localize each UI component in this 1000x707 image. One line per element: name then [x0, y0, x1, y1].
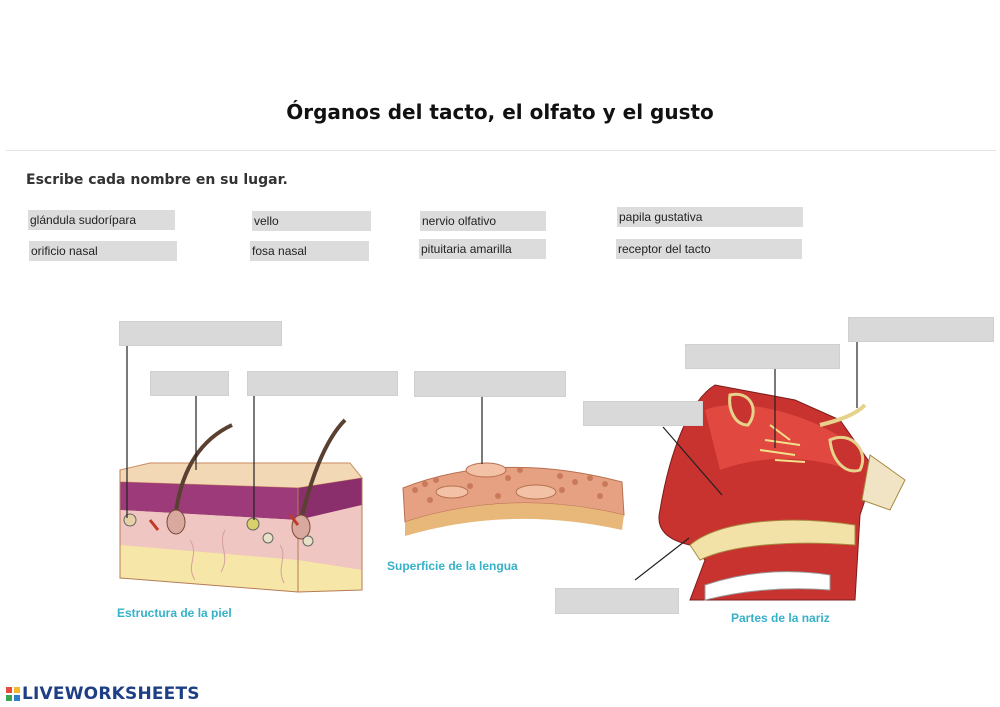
answer-blank[interactable]: [247, 371, 398, 396]
divider: [6, 150, 996, 151]
answer-blank[interactable]: [150, 371, 229, 396]
word-chip[interactable]: fosa nasal: [250, 241, 369, 261]
answer-blank[interactable]: [119, 321, 282, 346]
answer-blank[interactable]: [414, 371, 566, 397]
word-chip[interactable]: nervio olfativo: [420, 211, 546, 231]
liveworksheets-icon: [6, 686, 20, 706]
answer-blank[interactable]: [685, 344, 840, 369]
page-title: Órganos del tacto, el olfato y el gusto: [286, 100, 714, 124]
word-chip[interactable]: receptor del tacto: [616, 239, 802, 259]
answer-blank[interactable]: [583, 401, 703, 426]
caption-skin: Estructura de la piel: [117, 606, 232, 620]
caption-nose: Partes de la nariz: [731, 611, 830, 625]
skin-illustration: [119, 346, 363, 593]
brand-logo: LIVEWORKSHEETS: [6, 684, 200, 706]
word-chip[interactable]: vello: [252, 211, 371, 231]
instructions: Escribe cada nombre en su lugar.: [26, 172, 288, 188]
word-chip[interactable]: papila gustativa: [617, 207, 803, 227]
caption-tongue: Superficie de la lengua: [387, 559, 518, 573]
answer-blank[interactable]: [848, 317, 994, 342]
tongue-illustration: [402, 396, 625, 536]
brand-name: LIVEWORKSHEETS: [22, 684, 200, 704]
answer-blank[interactable]: [555, 588, 679, 614]
word-chip[interactable]: orificio nasal: [29, 241, 177, 261]
word-chip[interactable]: glándula sudorípara: [28, 210, 175, 230]
nose-illustration: [634, 342, 906, 601]
word-chip[interactable]: pituitaria amarilla: [419, 239, 546, 259]
